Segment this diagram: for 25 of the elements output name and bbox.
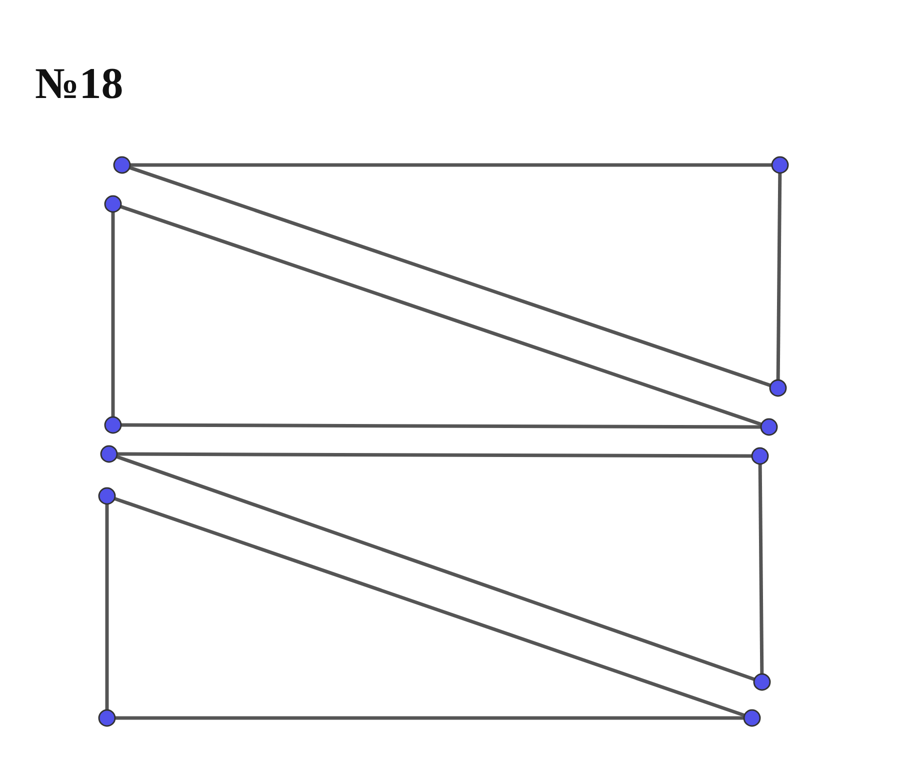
line-segment: [115, 716, 744, 720]
point-marker: [100, 445, 118, 463]
point-marker: [104, 416, 122, 434]
line-segment: [111, 212, 115, 417]
point-marker: [98, 487, 116, 505]
point-marker: [771, 156, 789, 174]
line-segment: [116, 454, 756, 682]
point-marker: [743, 709, 761, 727]
line-segment: [129, 166, 771, 388]
point-marker: [769, 379, 787, 397]
line-segment: [130, 163, 772, 167]
point-marker: [104, 195, 122, 213]
point-marker: [98, 709, 116, 727]
point-marker: [751, 447, 769, 465]
line-segment: [114, 496, 745, 718]
point-marker: [760, 418, 778, 436]
figure-number: №18: [35, 58, 124, 110]
point-marker: [753, 673, 771, 691]
line-segment: [776, 172, 782, 380]
line-segment: [117, 452, 752, 458]
line-segment: [120, 204, 762, 426]
line-segment: [121, 423, 761, 429]
line-segment: [758, 464, 764, 674]
point-marker: [113, 156, 131, 174]
line-segment: [105, 504, 109, 710]
